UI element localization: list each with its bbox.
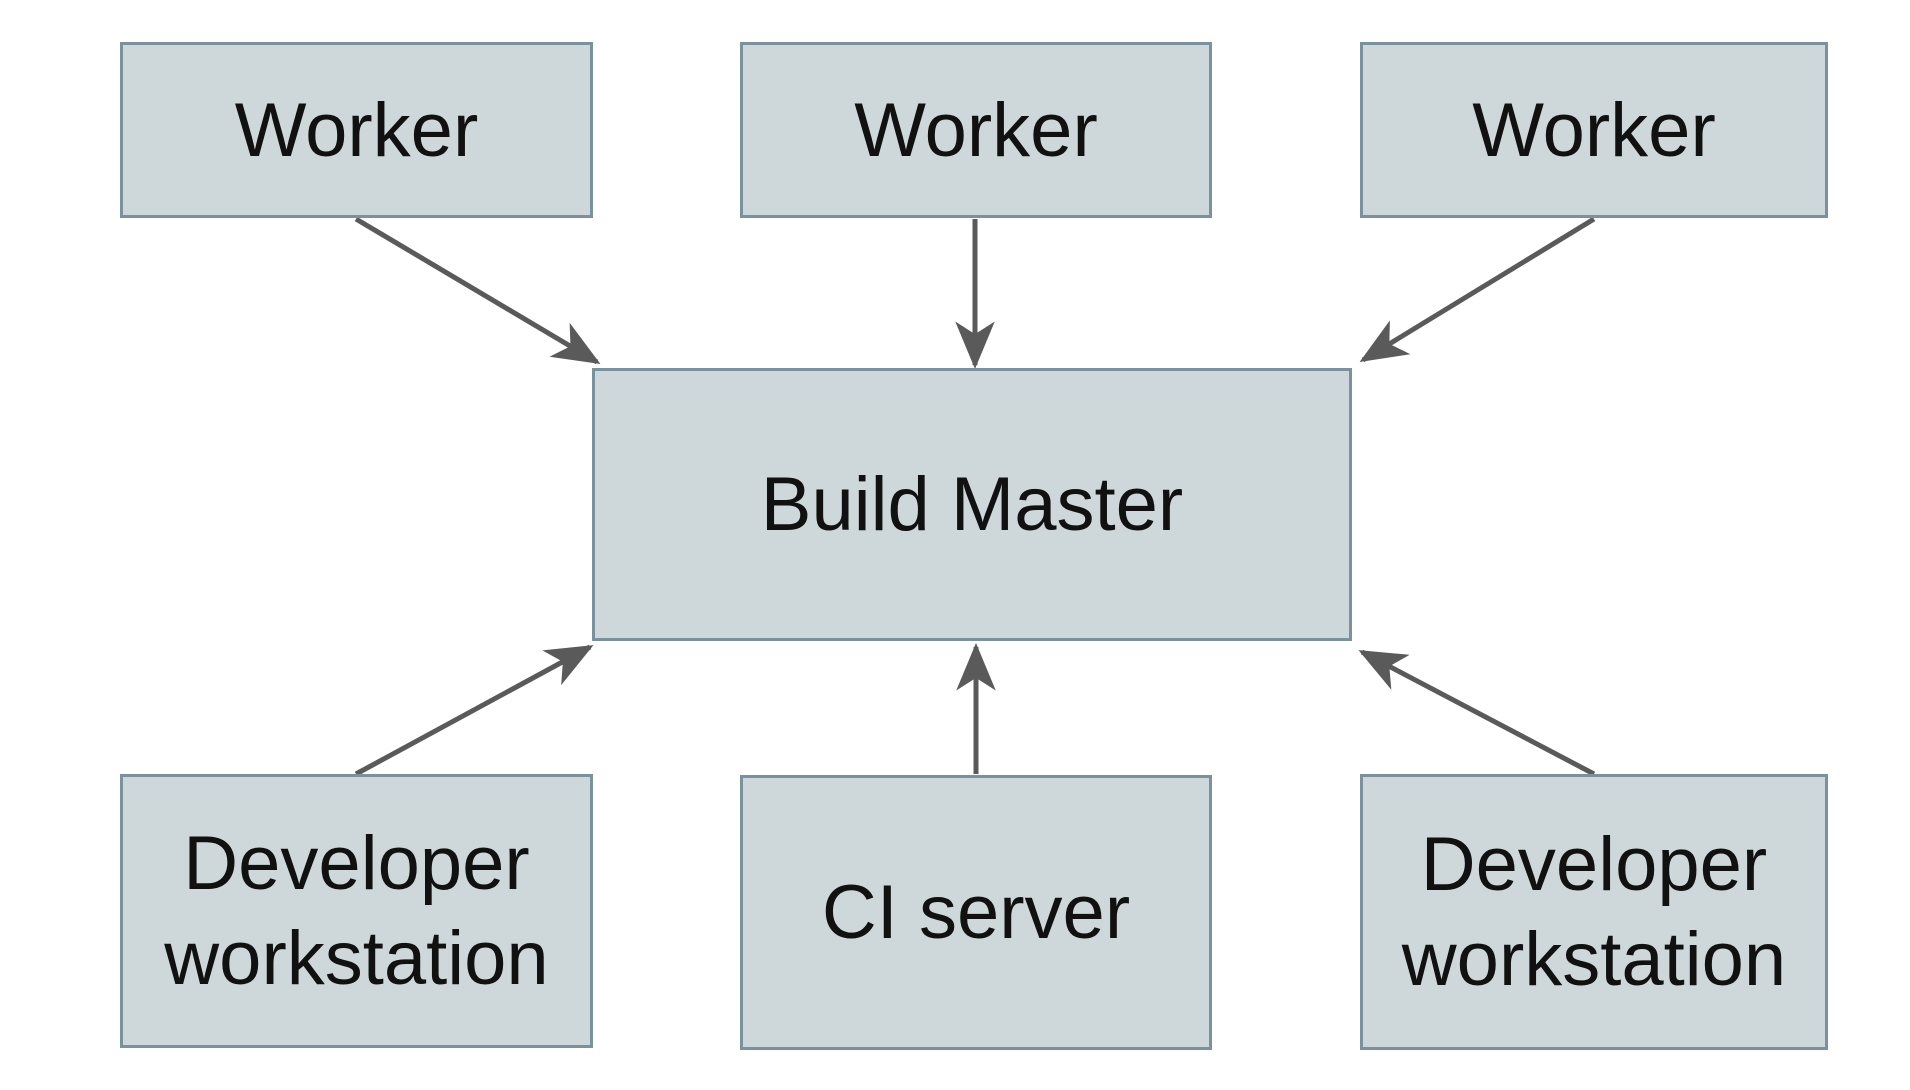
node-developer-workstation-right-label: Developer workstation — [1401, 822, 1787, 1002]
arrow-developer-workstation-left-to-build-master — [354, 644, 594, 777]
node-developer-workstation-right: Developer workstation — [1360, 774, 1828, 1050]
node-worker-1-label: Worker — [234, 87, 479, 173]
arrow-worker-3-to-build-master — [1359, 216, 1596, 363]
arrow-worker-1-to-build-master — [354, 216, 601, 365]
node-build-master-label: Build Master — [760, 462, 1184, 547]
node-developer-workstation-left-label: Developer workstation — [164, 821, 549, 1001]
node-ci-server: CI server — [740, 775, 1212, 1050]
node-worker-3: Worker — [1360, 42, 1828, 218]
node-build-master: Build Master — [592, 368, 1352, 641]
node-worker-2-label: Worker — [854, 87, 1098, 173]
node-worker-3-label: Worker — [1472, 87, 1716, 173]
node-developer-workstation-left: Developer workstation — [120, 774, 593, 1048]
node-worker-1: Worker — [120, 42, 593, 218]
node-ci-server-label: CI server — [821, 870, 1131, 955]
node-worker-2: Worker — [740, 42, 1212, 218]
arrow-developer-workstation-right-to-build-master — [1358, 649, 1596, 777]
